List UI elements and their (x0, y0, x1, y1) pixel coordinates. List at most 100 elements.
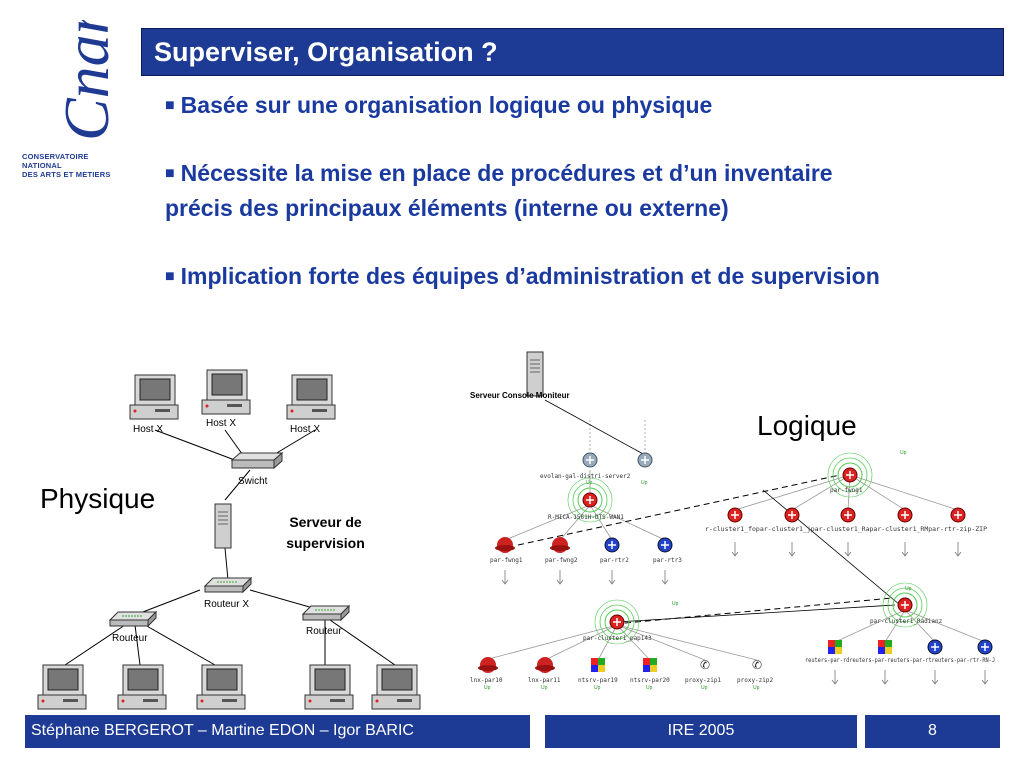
footer-event-bar: IRE 2005 (545, 715, 857, 748)
bullet-square-icon: ■ (165, 268, 175, 285)
switch-label: Swicht (238, 476, 268, 487)
bullet-2: ■Nécessite la mise en place de procédure… (165, 160, 833, 221)
arrow-down-icon (501, 569, 509, 585)
host-label: Host X (290, 424, 320, 435)
status-up: Up (594, 685, 601, 691)
node-label: par-cluster1_Radianz (870, 618, 943, 625)
logo-subtitle: CONSERVATOIRE NATIONAL DES ARTS ET METIE… (22, 152, 117, 179)
router-node-icon (657, 537, 673, 553)
node-label: reuters-par-rdreuters-par-reuters-par-rt… (805, 657, 995, 664)
windows-icon (878, 640, 892, 654)
arrow-down-icon (901, 541, 909, 557)
footer-authors: Stéphane BERGEROT – Martine EDON – Igor … (31, 722, 414, 739)
server-icon (214, 503, 232, 549)
arrow-down-icon (608, 569, 616, 585)
node-label: par-fwng2 (545, 557, 578, 564)
arrow-down-icon (981, 669, 989, 685)
linux-icon (535, 657, 555, 673)
arrow-down-icon (556, 569, 564, 585)
firewall-icon (550, 537, 570, 553)
status-up: Up (484, 685, 491, 691)
cnam-logo: Cnam (51, 20, 115, 141)
host-label: Host X (133, 424, 163, 435)
router-label: Routeur (112, 633, 148, 644)
router-node-icon (727, 507, 743, 523)
status-up: Up (646, 685, 653, 691)
dashed-link (517, 474, 841, 546)
status-up: Up (905, 586, 912, 592)
proxy-icon: ✆ (752, 658, 762, 672)
node-label: evolan-gal-distri-server2 (540, 473, 631, 480)
node-label: par-fwng1 (490, 557, 523, 564)
node-label: par-cluster1_pap143 (583, 635, 652, 642)
footer-page-bar: 8 (865, 715, 1000, 748)
switch-icon (230, 451, 284, 470)
router-icon (302, 605, 350, 621)
status-up: Up (641, 480, 648, 486)
footer-authors-bar: Stéphane BERGEROT – Martine EDON – Igor … (25, 715, 530, 748)
router-icon (204, 577, 252, 593)
node-label: par-rtr2 (600, 557, 629, 564)
router-label: Routeur X (204, 599, 249, 610)
router-node-icon (950, 507, 966, 523)
windows-icon (643, 658, 657, 672)
bullet-square-icon: ■ (165, 165, 175, 182)
page-number: 8 (928, 722, 937, 739)
bullet-1: ■Basée sur une organisation logique ou p… (165, 92, 713, 118)
host-pc-icon (371, 664, 421, 710)
footer-event: IRE 2005 (667, 722, 735, 739)
supervision-server-label: Serveur de supervision (286, 514, 365, 551)
firewall-icon (495, 537, 515, 553)
host-label: Host X (206, 418, 236, 429)
node-label: proxy-zip2 (737, 677, 774, 684)
arrow-down-icon (661, 569, 669, 585)
arrow-down-icon (931, 669, 939, 685)
arrow-down-icon (881, 669, 889, 685)
logo-line1: CONSERVATOIRE NATIONAL (22, 152, 89, 170)
physique-label: Physique (40, 483, 156, 514)
arrow-down-icon (788, 541, 796, 557)
node-label: ntsrv-par19 (578, 677, 618, 684)
node-label: R-MICA-1561H-DTS-WAN1 (548, 514, 624, 521)
title-bar: Superviser, Organisation ? (141, 28, 1004, 76)
arrow-down-icon (831, 669, 839, 685)
router-label: Routeur (306, 626, 342, 637)
logique-label: Logique (757, 410, 857, 441)
node-label: proxy-zip1 (685, 677, 722, 684)
node-label: lnx-par10 (470, 677, 503, 684)
status-up: Up (541, 685, 548, 691)
host-pc-icon (196, 664, 246, 710)
node-label: ntsrv-par20 (630, 677, 670, 684)
status-up: Up (701, 685, 708, 691)
windows-icon (591, 658, 605, 672)
status-up: Up (900, 450, 907, 456)
node-label: lnx-par11 (528, 677, 561, 684)
router-node-icon (784, 507, 800, 523)
host-pc-icon (201, 369, 251, 415)
host-pc-icon (117, 664, 167, 710)
arrow-down-icon (844, 541, 852, 557)
logical-links (484, 399, 986, 661)
status-up: Up (672, 601, 679, 607)
arrow-down-icon (954, 541, 962, 557)
arrow-down-icon (731, 541, 739, 557)
host-pc-icon (304, 664, 354, 710)
bullet-square-icon: ■ (165, 97, 175, 114)
node-label: par-rtr3 (653, 557, 682, 564)
router-node-icon (977, 639, 993, 655)
router-node-icon (637, 452, 653, 468)
console-server-label: Serveur Console Moniteur (470, 391, 570, 400)
node-label: r-cluster1_fopar-cluster1_jpar-cluster1_… (705, 526, 987, 533)
router-node-icon (604, 537, 620, 553)
host-pc-icon (286, 374, 336, 420)
dashed-link (624, 597, 893, 624)
bullet-list: ■Basée sur une organisation logique ou p… (165, 88, 905, 324)
router-node-icon (840, 507, 856, 523)
linux-icon (478, 657, 498, 673)
slide-title: Superviser, Organisation ? (154, 37, 498, 67)
host-pc-icon (37, 664, 87, 710)
windows-icon (828, 640, 842, 654)
console-server-icon (526, 351, 544, 397)
router-icon (109, 611, 157, 627)
